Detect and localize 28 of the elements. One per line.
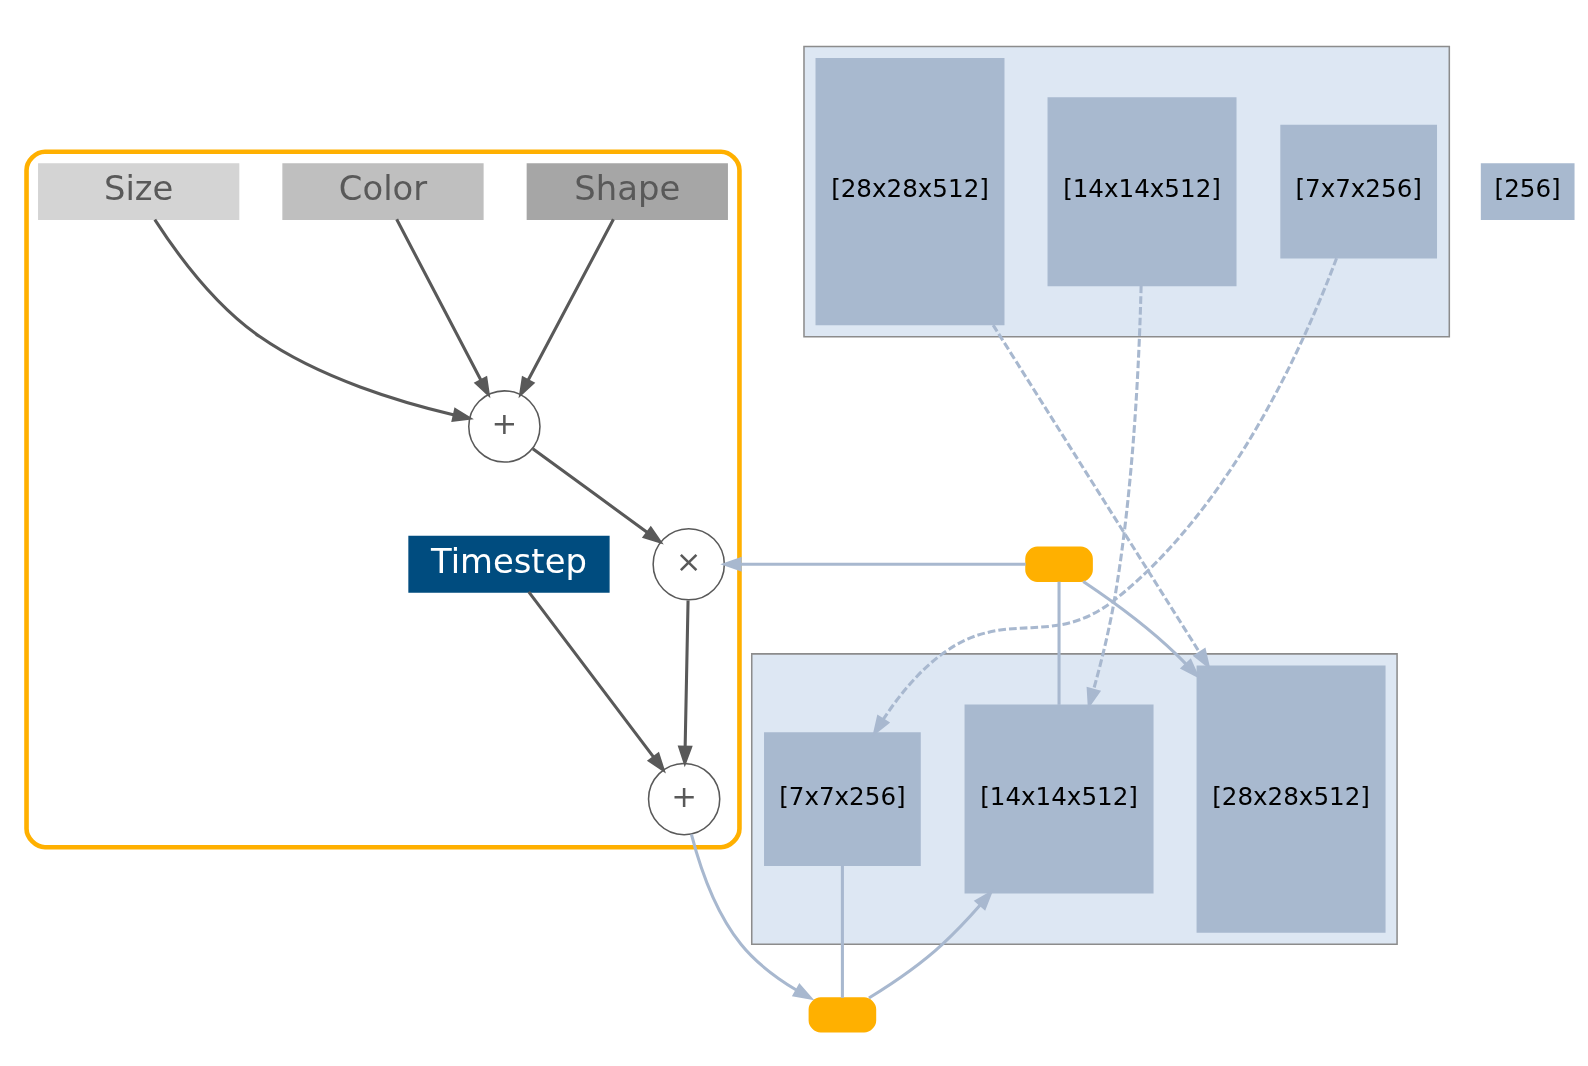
node-box: [28x28x512] bbox=[1196, 665, 1386, 933]
connector bbox=[840, 865, 844, 998]
node-box: [14x14x512] bbox=[964, 704, 1154, 894]
cluster bbox=[751, 653, 1398, 946]
node-box: [256] bbox=[1480, 163, 1575, 221]
node-box: [7x7x256] bbox=[1280, 124, 1438, 259]
node-box bbox=[808, 997, 877, 1033]
arrow bbox=[153, 218, 474, 422]
node-box: Color bbox=[282, 163, 484, 221]
node-circle: + bbox=[468, 390, 541, 463]
node-box: Shape bbox=[526, 163, 728, 221]
arrow bbox=[531, 447, 664, 545]
arrow bbox=[720, 556, 1026, 572]
cluster bbox=[803, 45, 1451, 338]
arrow bbox=[689, 833, 815, 1001]
arrow bbox=[677, 600, 693, 768]
node-box: Timestep bbox=[408, 535, 610, 593]
node-box bbox=[1025, 546, 1093, 582]
node-circle: × bbox=[652, 527, 726, 601]
node-circle: + bbox=[647, 762, 721, 836]
node-box: [28x28x512] bbox=[815, 57, 1005, 326]
node-box: [7x7x256] bbox=[764, 732, 921, 866]
arrow bbox=[395, 218, 491, 399]
node-box: Size bbox=[38, 163, 240, 221]
arrow bbox=[527, 591, 666, 774]
node-box: [14x14x512] bbox=[1047, 97, 1237, 287]
arrow bbox=[518, 218, 615, 399]
connector bbox=[1057, 581, 1061, 705]
